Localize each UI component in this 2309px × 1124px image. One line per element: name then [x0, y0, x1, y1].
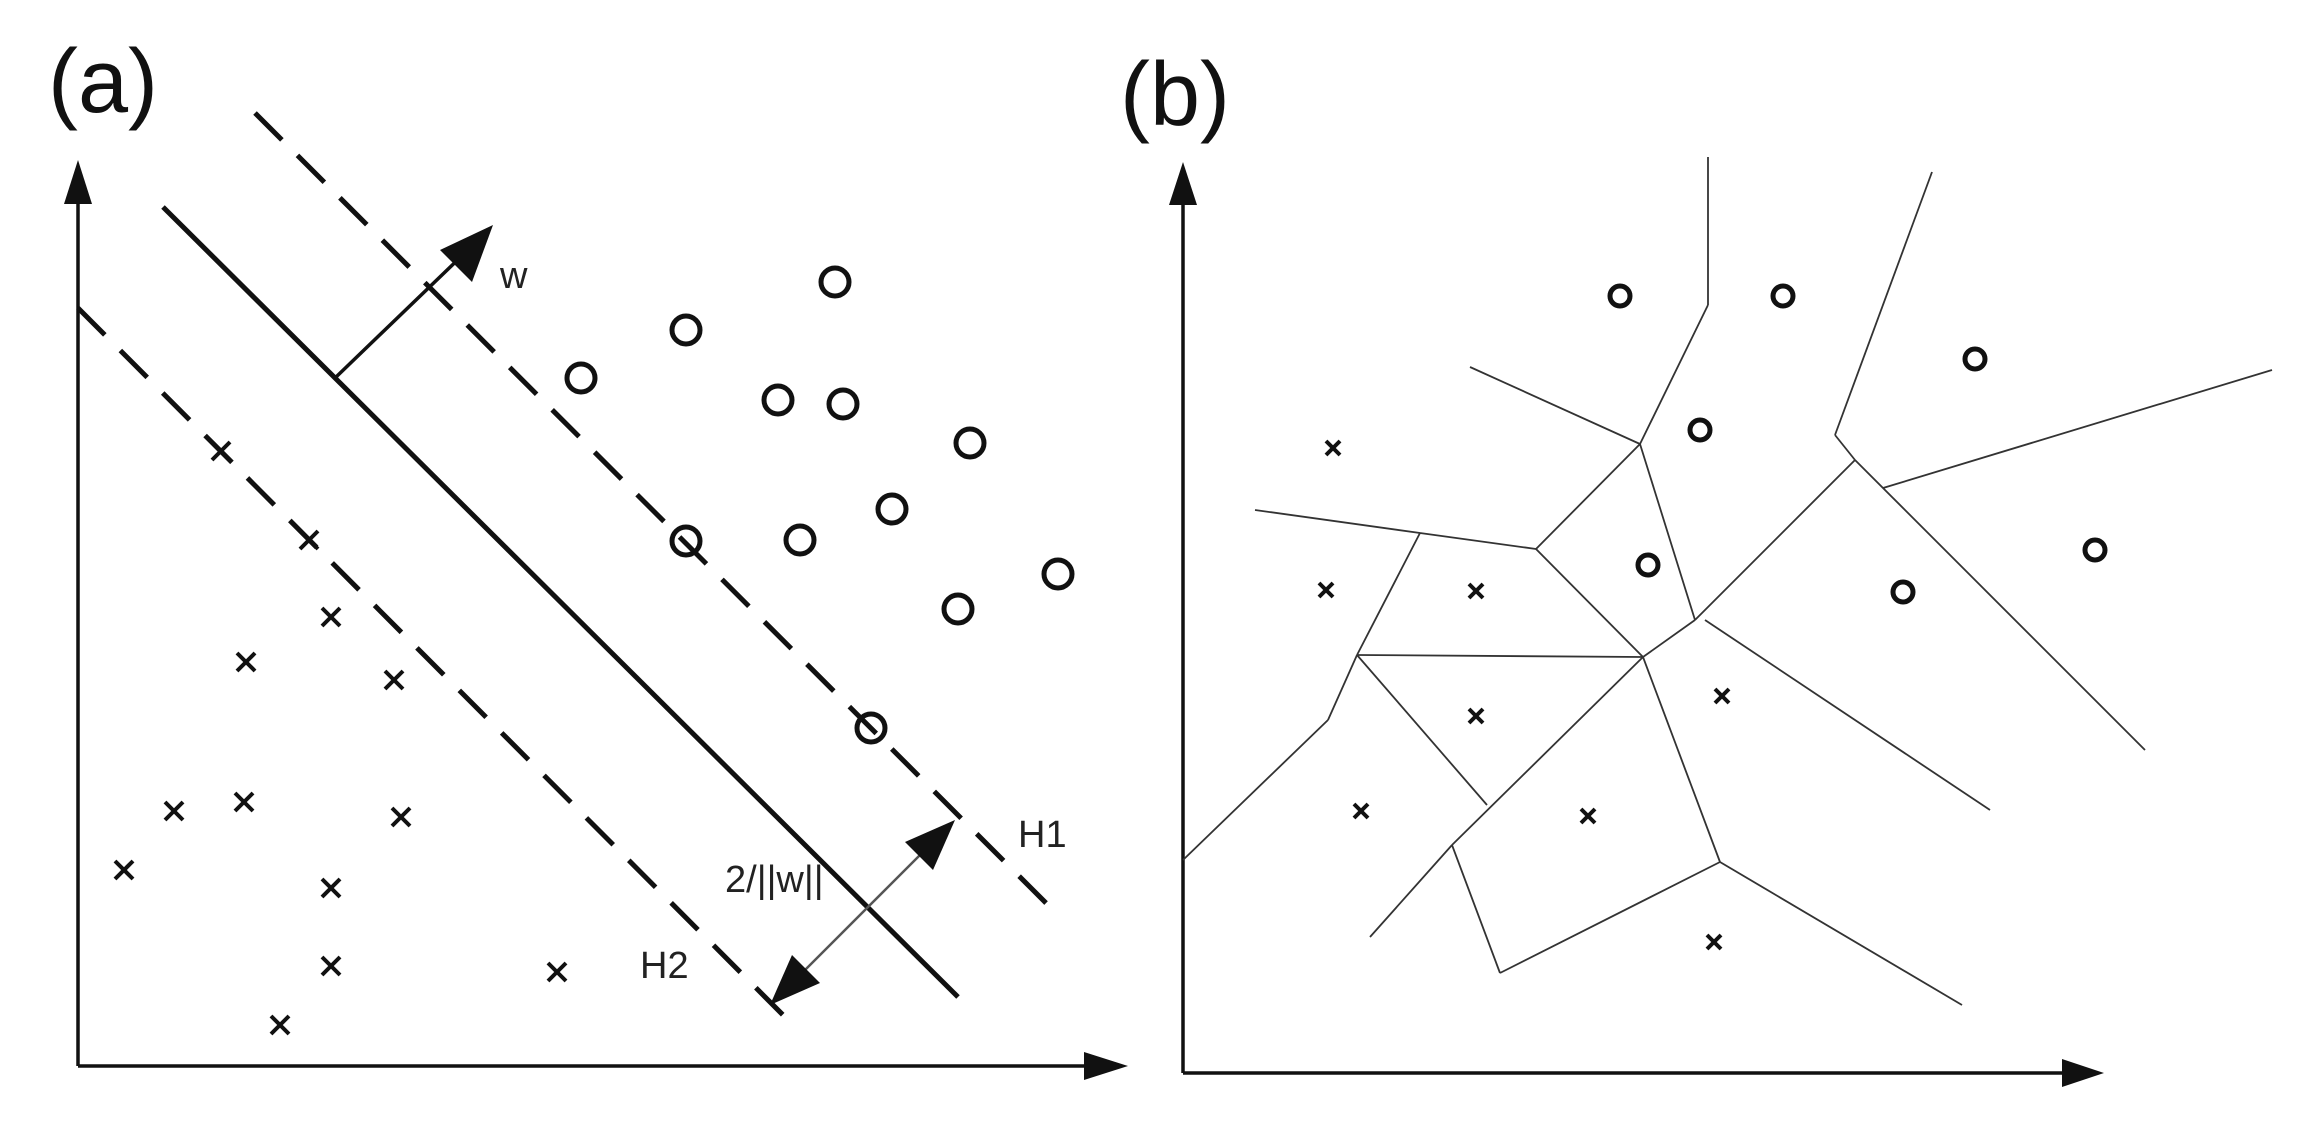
weight-vector-shaft: [333, 246, 472, 380]
panel-a-label: (a): [48, 32, 158, 132]
margin-width-arrowhead-top: [905, 820, 955, 870]
cell-edge-18: [1327, 654, 1358, 721]
panel-a-cross-points: [113, 440, 568, 1036]
cell-edge-3: [1469, 366, 1641, 445]
h2-label: H2: [640, 945, 689, 987]
cell-edge-16: [1854, 459, 2146, 751]
panel-a-cross-4: [235, 651, 257, 673]
cell-edge-17: [1704, 619, 1991, 811]
weight-vector-arrowhead: [440, 225, 493, 282]
panel-b-cross-6: [1352, 802, 1370, 820]
panel-b-circle-6: [1890, 579, 1916, 605]
panel-a-circle-6: [953, 426, 987, 460]
cell-edge-10: [1639, 443, 1696, 621]
cell-edge-7: [1356, 532, 1421, 656]
panel-b-label: (b): [1120, 45, 1230, 145]
panel-a-circle-7: [875, 492, 909, 526]
panel-b-axes: [1169, 162, 2104, 1087]
panel-a-circle-10: [1041, 557, 1075, 591]
h1-label: H1: [1018, 814, 1067, 856]
panel-a-cross-11: [320, 955, 342, 977]
cell-edge-15: [1882, 369, 2273, 489]
cell-edge-20: [1356, 654, 1488, 806]
panel-a-cross-13: [269, 1014, 291, 1036]
weight-vector-label: w: [499, 255, 528, 297]
panel-b-cross-points: [1317, 439, 1731, 951]
panel-b-circle-7: [2082, 537, 2108, 563]
panel-b-y-arrowhead: [1169, 162, 1197, 205]
cell-edge-26: [1719, 861, 1963, 1006]
cell-edge-25: [1642, 656, 1721, 863]
cell-edge-11: [1642, 619, 1696, 658]
panel-b-circle-3: [1962, 346, 1988, 372]
margin-width-arrowhead-bottom: [770, 955, 820, 1005]
panel-a-cross-3: [320, 606, 342, 628]
cell-edge-4: [1535, 443, 1641, 550]
cell-edge-6: [1419, 532, 1537, 550]
cell-edge-8: [1356, 654, 1644, 658]
panel-a-circle-1: [818, 265, 852, 299]
panel-a-cross-6: [163, 800, 185, 822]
panel-a-cross-2: [298, 529, 320, 551]
panel-a-cross-9: [113, 859, 135, 881]
panel-a-cross-10: [320, 877, 342, 899]
panel-b-cross-5: [1713, 687, 1731, 705]
panel-b-circle-2: [1770, 283, 1796, 309]
panel-b-circle-1: [1607, 283, 1633, 309]
cell-edge-13: [1834, 171, 1933, 436]
panel-a-circle-8: [669, 524, 703, 558]
panel-a-x-arrowhead: [1084, 1052, 1128, 1080]
panel-b-circle-points: [1607, 283, 2108, 605]
panel-a-circle-points: [564, 265, 1075, 745]
panel-a-circle-9: [783, 523, 817, 557]
cell-edge-12: [1694, 459, 1856, 621]
panel-b-circle-4: [1687, 417, 1713, 443]
panel-a-circle-3: [564, 361, 598, 395]
panel-b-circle-5: [1635, 552, 1661, 578]
cell-edge-2: [1639, 304, 1709, 445]
panel-b-cross-2: [1317, 581, 1335, 599]
panel-a-circle-2: [669, 313, 703, 347]
panel-a-circle-12: [854, 711, 888, 745]
panel-a-circle-4: [761, 383, 795, 417]
panel-a-cross-12: [546, 961, 568, 983]
panel-a-y-arrowhead: [64, 160, 92, 204]
cell-edge-19: [1182, 719, 1329, 861]
cell-edge-22: [1369, 844, 1453, 938]
panel-b: (b): [1120, 45, 2273, 1087]
weight-vector-arrow: [333, 225, 493, 380]
margin-line-h1: [253, 111, 1050, 907]
decision-boundary: [161, 205, 960, 999]
panel-b-cross-1: [1324, 439, 1342, 457]
panel-b-x-arrowhead: [2062, 1059, 2104, 1087]
panel-a: (a) w 2/||w|| H1 H2: [48, 32, 1128, 1080]
cell-edge-24: [1499, 861, 1721, 974]
margin-width-label: 2/||w||: [725, 859, 824, 901]
panel-a-cross-1: [210, 440, 232, 462]
cell-edge-23: [1451, 844, 1501, 974]
panel-b-cross-3: [1467, 582, 1485, 600]
panel-a-cross-7: [233, 791, 255, 813]
margin-width-arrow: [770, 820, 955, 1005]
margin-line-h2: [76, 306, 790, 1022]
cell-edge-5: [1254, 509, 1421, 534]
panel-a-circle-5: [826, 387, 860, 421]
panel-b-cross-7: [1579, 807, 1597, 825]
panel-b-cross-4: [1467, 707, 1485, 725]
panel-a-circle-11: [941, 592, 975, 626]
voronoi-cell-edges: [1182, 157, 2273, 1006]
panel-a-cross-8: [390, 806, 412, 828]
panel-a-cross-5: [383, 669, 405, 691]
cell-edge-14: [1834, 434, 1856, 461]
cell-edge-21: [1451, 656, 1644, 846]
panel-a-axes: [64, 160, 1128, 1080]
panel-b-cross-8: [1705, 933, 1723, 951]
margin-width-line: [789, 839, 936, 986]
cell-edge-9: [1535, 548, 1644, 658]
